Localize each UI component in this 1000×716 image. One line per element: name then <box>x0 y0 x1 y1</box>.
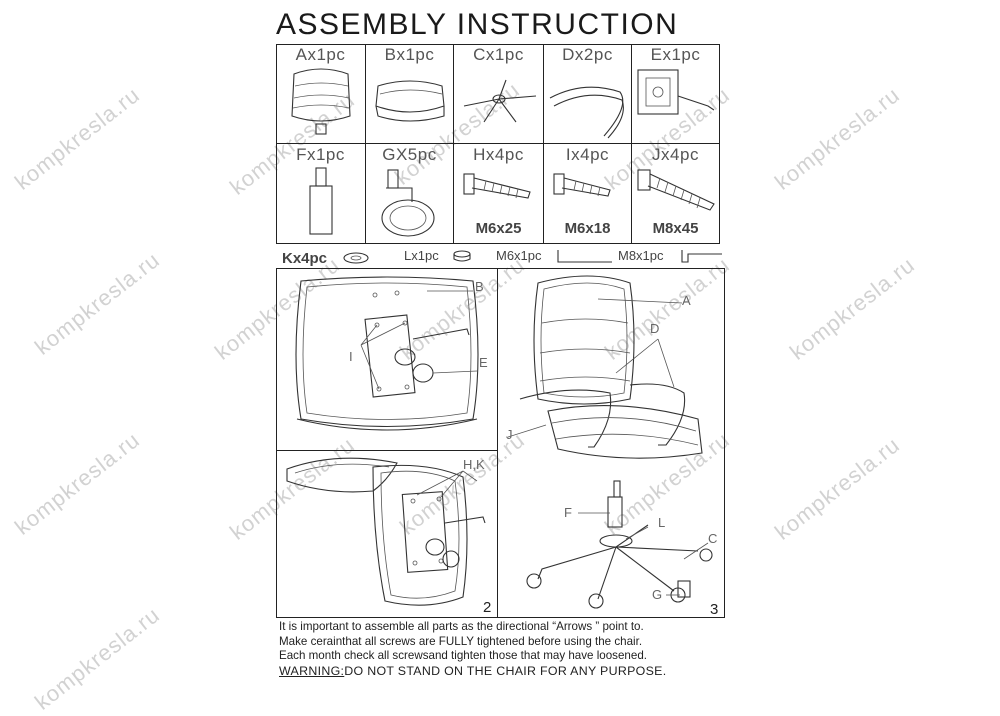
step-2-panel: H,K 2 <box>276 450 498 618</box>
callout-f: F <box>564 505 572 520</box>
part-cell-a: Ax1pc <box>276 44 366 144</box>
bolt-i-icon <box>553 173 611 197</box>
part-cell-j: Jx4pc M8x45 <box>632 144 720 244</box>
parts-table-frame <box>276 44 720 244</box>
part-label: Ex1pc <box>650 45 701 64</box>
chair-assembly-drawing <box>507 275 713 609</box>
warning-label: WARNING: <box>279 663 345 678</box>
watermark-text: kompkresla.ru <box>770 81 905 195</box>
callout-d: D <box>650 321 660 336</box>
washer-icon <box>343 252 369 264</box>
seat-mechanism-drawing <box>286 457 486 606</box>
step-number: 2 <box>483 599 492 616</box>
note-line: It is important to assemble all parts as… <box>279 620 644 633</box>
part-label: Fx1pc <box>296 145 345 164</box>
step-3-panel: A D J F L C G 3 <box>497 268 725 618</box>
mechanism-icon <box>637 69 715 115</box>
clip-icon <box>453 250 471 262</box>
bolt-size-label: M6x25 <box>475 220 522 237</box>
step-1-panel: B I E <box>276 268 498 451</box>
caster-icon <box>381 169 435 237</box>
part-cell-g: GX5pc <box>366 144 454 244</box>
part-label: Ix4pc <box>565 145 610 164</box>
step-number: 3 <box>710 601 719 618</box>
allen-key-m6-label: M6x1pc <box>496 248 542 263</box>
part-label: Bx1pc <box>384 45 435 64</box>
parts-table: Ax1pc Bx1pc Cx1pc Dx2pc Ex1pc <box>276 44 720 244</box>
seat-underside-drawing <box>295 276 479 431</box>
bolt-size-label: M8x45 <box>652 220 699 237</box>
page-title: ASSEMBLY INSTRUCTION <box>276 8 679 41</box>
part-label: Hx4pc <box>473 145 524 164</box>
warning-line: WARNING:DO NOT STAND ON THE CHAIR FOR AN… <box>279 664 739 679</box>
watermark-text: kompkresla.ru <box>10 426 145 540</box>
part-cell-c: Cx1pc <box>454 44 544 144</box>
assembly-notes: It is important to assemble all parts as… <box>279 620 739 678</box>
part-cell-e: Ex1pc <box>632 44 720 144</box>
allen-key-m8-label: M8x1pc <box>618 248 664 263</box>
callout-e: E <box>479 355 488 370</box>
armrest-icon <box>549 86 624 139</box>
note-line: Each month check all screwsand tighten t… <box>279 649 647 663</box>
part-cell-b: Bx1pc <box>366 44 454 144</box>
callout-j: J <box>506 427 513 442</box>
part-label: Cx1pc <box>473 45 524 64</box>
callout-h-k: H,K <box>463 457 485 472</box>
base-star-icon <box>463 79 537 123</box>
part-label: Dx2pc <box>562 45 613 64</box>
washer-label: Kx4pc <box>282 250 328 267</box>
callout-g: G <box>652 587 663 602</box>
gas-lift-icon <box>309 167 333 235</box>
callout-b: B <box>475 279 484 294</box>
seat-icon <box>375 80 445 122</box>
part-cell-d: Dx2pc <box>544 44 632 144</box>
part-label: GX5pc <box>382 145 437 164</box>
part-cell-f: Fx1pc <box>276 144 366 244</box>
allen-key-m8-icon <box>681 250 722 263</box>
bolt-j-icon <box>637 169 715 211</box>
backrest-icon <box>291 68 351 135</box>
clip-label: Lx1pc <box>404 248 439 263</box>
bolt-size-label: M6x18 <box>564 220 611 237</box>
watermark-text: kompkresla.ru <box>30 601 165 715</box>
note-line: Make cerainthat all screws are FULLY tig… <box>279 634 643 648</box>
callout-a: A <box>682 293 691 308</box>
watermark-text: kompkresla.ru <box>30 246 165 360</box>
allen-key-m6-icon <box>557 250 612 263</box>
watermark-text: kompkresla.ru <box>770 431 905 545</box>
part-label: Jx4pc <box>652 145 699 164</box>
watermark-text: kompkresla.ru <box>785 251 920 365</box>
callout-c: C <box>708 531 718 546</box>
part-cell-h: Hx4pc M6x25 <box>454 144 544 244</box>
bolt-h-icon <box>463 173 531 199</box>
part-cell-i: Ix4pc M6x18 <box>544 144 632 244</box>
watermark-text: kompkresla.ru <box>10 81 145 195</box>
small-parts-row: Kx4pc Lx1pc M6x1pc M8x1pc <box>276 246 726 268</box>
callout-i: I <box>349 349 353 364</box>
warning-text: DO NOT STAND ON THE CHAIR FOR ANY PURPOS… <box>344 663 667 678</box>
callout-l: L <box>658 515 666 530</box>
part-label: Ax1pc <box>295 45 346 64</box>
